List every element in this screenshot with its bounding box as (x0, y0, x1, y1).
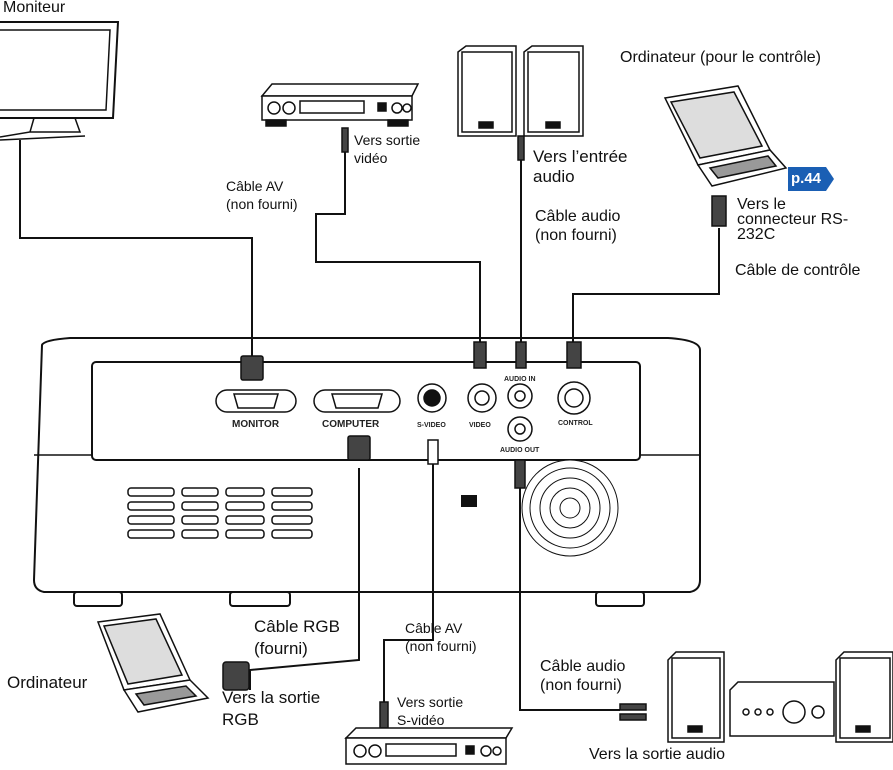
port-label-video: VIDEO (469, 422, 491, 429)
label-rgb-cable-2: (fourni) (254, 639, 308, 658)
monitor-port (215, 389, 297, 413)
page-ref-label: p.44 (791, 170, 822, 187)
label-computer-control: Ordinateur (pour le contrôle) (620, 49, 821, 66)
label-rgb-out-1: Vers la sortie (222, 688, 321, 707)
svideo-port (417, 383, 447, 413)
page-ref-badge: p.44 (788, 167, 834, 191)
audio-out-port (507, 416, 533, 442)
cables (19, 140, 720, 711)
label-av-cable-bottom-1: Câble AV (405, 620, 463, 636)
label-svideo-out-1: Vers sortie (397, 694, 464, 710)
label-rgb-out-2: RGB (222, 710, 259, 729)
speakers-top-device (457, 45, 584, 137)
label-speaker-in-2: audio (533, 167, 575, 186)
video-port (467, 383, 497, 413)
vcr-top-device (260, 83, 420, 127)
label-svideo-out-2: S-vidéo (397, 712, 445, 728)
audio-in-port (507, 383, 533, 409)
computer-port (313, 389, 401, 413)
label-audio-cable-top-2: (non fourni) (535, 227, 617, 244)
label-rs232-1: Vers le (737, 196, 786, 213)
port-label-svideo: S-VIDEO (417, 422, 446, 429)
port-label-control: CONTROL (558, 420, 593, 427)
port-label-audio-out: AUDIO OUT (500, 447, 540, 454)
laptop-computer-device (96, 613, 210, 713)
label-rs232-3: 232C (737, 226, 776, 243)
speakers-bottom-device (667, 651, 893, 743)
control-port (557, 381, 591, 415)
port-label-audio-in: AUDIO IN (504, 376, 536, 383)
label-av-cable-bottom-2: (non fourni) (405, 638, 477, 654)
label-vcr-out-top-2: vidéo (354, 150, 388, 166)
laptop-control-device (663, 85, 788, 187)
label-audio-cable-bottom-1: Câble audio (540, 658, 626, 675)
label-speaker-in-1: Vers l’entrée (533, 147, 628, 166)
speaker-grille (521, 459, 619, 557)
port-label-monitor: MONITOR (232, 419, 280, 430)
label-control-cable: Câble de contrôle (735, 262, 861, 279)
plugs (222, 127, 727, 729)
label-monitor: Moniteur (3, 0, 66, 16)
label-rs232-2: connecteur RS- (737, 211, 849, 228)
label-av-cable-top-2: (non fourni) (226, 196, 298, 212)
label-av-cable-top-1: Câble AV (226, 178, 284, 194)
label-audio-cable-top-1: Câble audio (535, 208, 621, 225)
label-computer: Ordinateur (7, 673, 88, 692)
label-vcr-out-top-1: Vers sortie (354, 132, 421, 148)
label-rgb-cable-1: Câble RGB (254, 617, 340, 636)
label-audio-out: Vers la sortie audio (589, 746, 726, 763)
port-label-computer: COMPUTER (322, 419, 380, 430)
vcr-bottom-device (344, 727, 514, 765)
monitor-device (0, 21, 120, 141)
label-audio-cable-bottom-2: (non fourni) (540, 677, 622, 694)
